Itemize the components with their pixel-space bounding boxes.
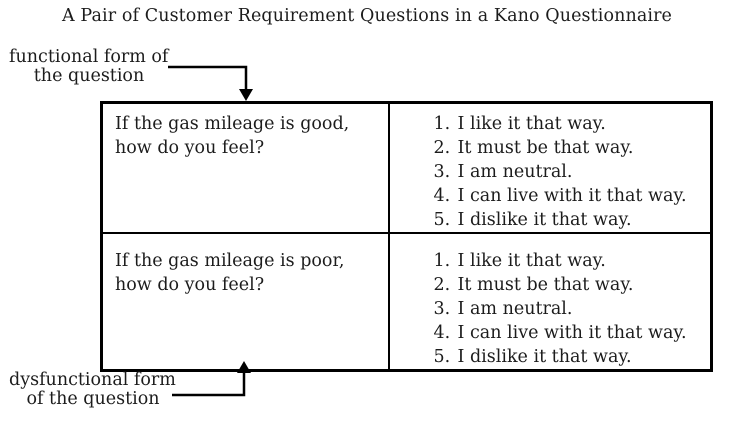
option-item: 3. I am neutral. [434, 297, 707, 321]
option-number: 4. [433, 323, 451, 343]
option-item: 1. I like it that way. [434, 112, 707, 136]
question-line: If the gas mileage is poor, [115, 251, 345, 271]
table-row-functional: If the gas mileage is good, how do you f… [100, 101, 713, 234]
option-text: It must be that way. [457, 275, 634, 295]
option-item: 5. I dislike it that way. [434, 345, 707, 369]
option-text: I like it that way. [457, 251, 606, 271]
option-item: 2. It must be that way. [434, 273, 707, 297]
options-cell-dysfunctional: 1. I like it that way. 2. It must be tha… [387, 232, 713, 372]
option-item: 3. I am neutral. [434, 160, 707, 184]
option-text: I am neutral. [457, 162, 573, 182]
option-text: It must be that way. [457, 138, 634, 158]
option-number: 2. [433, 275, 451, 295]
dysfunctional-form-label: dysfunctional form of the question [9, 371, 177, 409]
option-number: 3. [433, 299, 451, 319]
options-cell-functional: 1. I like it that way. 2. It must be tha… [387, 101, 713, 234]
functional-form-label-line2: the question [33, 66, 145, 86]
option-text: I like it that way. [457, 114, 606, 134]
option-number: 3. [433, 162, 451, 182]
option-text: I am neutral. [457, 299, 573, 319]
option-item: 4. I can live with it that way. [434, 184, 707, 208]
functional-form-label: functional form of the question [9, 48, 169, 86]
option-text: I can live with it that way. [457, 186, 687, 206]
option-text: I can live with it that way. [457, 323, 687, 343]
option-number: 4. [433, 186, 451, 206]
dysfunctional-form-label-line1: dysfunctional form [9, 370, 176, 390]
question-line: how do you feel? [115, 138, 265, 158]
option-item: 1. I like it that way. [434, 249, 707, 273]
question-cell-dysfunctional: If the gas mileage is poor, how do you f… [100, 232, 390, 372]
arrow-down-icon [168, 65, 253, 101]
diagram-title: A Pair of Customer Requirement Questions… [61, 6, 672, 26]
option-number: 5. [433, 210, 451, 230]
question-line: If the gas mileage is good, [115, 114, 350, 134]
option-item: 2. It must be that way. [434, 136, 707, 160]
question-line: how do you feel? [115, 275, 265, 295]
option-text: I dislike it that way. [457, 210, 632, 230]
functional-form-label-line1: functional form of [9, 47, 169, 67]
option-number: 2. [433, 138, 451, 158]
option-text: I dislike it that way. [457, 347, 632, 367]
table-row-dysfunctional: If the gas mileage is poor, how do you f… [100, 232, 713, 372]
option-number: 1. [433, 114, 451, 134]
kano-table: If the gas mileage is good, how do you f… [100, 101, 713, 372]
option-number: 5. [433, 347, 451, 367]
question-cell-functional: If the gas mileage is good, how do you f… [100, 101, 390, 234]
dysfunctional-form-label-line2: of the question [26, 389, 160, 409]
option-number: 1. [433, 251, 451, 271]
option-item: 4. I can live with it that way. [434, 321, 707, 345]
option-item: 5. I dislike it that way. [434, 208, 707, 232]
